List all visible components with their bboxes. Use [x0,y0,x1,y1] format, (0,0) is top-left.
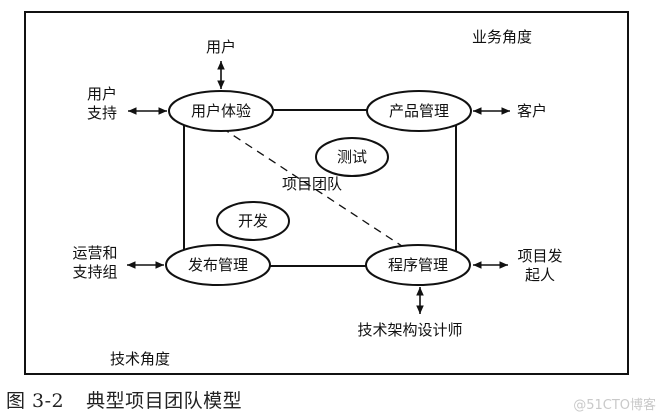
development-label: 开发 [238,212,268,230]
dashed-diagonal [221,127,409,251]
business-perspective-label: 业务角度 [472,28,532,46]
technical-perspective-label: 技术角度 [110,350,170,368]
development-node: 开发 [216,201,290,241]
release-management-label: 发布管理 [188,256,248,274]
architect-label: 技术架构设计师 [357,321,462,339]
customer-label: 客户 [517,102,547,120]
figure-title: 典型项目团队模型 [86,390,243,412]
program-management-node: 程序管理 [365,244,471,286]
user-label: 用户 [206,38,236,56]
team-rectangle [183,109,457,267]
user-support-label-line2: 支持 [87,104,117,122]
testing-label: 测试 [337,148,367,166]
project-team-label: 项目团队 [282,175,342,193]
ops-support-label-line1: 运营和 [72,244,117,262]
sponsor-label-line1: 项目发 [517,247,562,265]
release-management-node: 发布管理 [165,244,271,286]
ops-support-label-line2: 支持组 [72,263,117,281]
user-experience-label: 用户体验 [191,102,251,120]
user-experience-node: 用户体验 [168,90,274,132]
outer-frame [24,11,629,375]
product-management-label: 产品管理 [389,102,449,120]
team-model-diagram: 业务角度 技术角度 项目团队 用户体验 产品管理 发布管理 程序管理 测试 开发… [24,11,629,375]
program-management-label: 程序管理 [388,256,448,274]
user-support-label-line1: 用户 [87,85,117,103]
sponsor-label-line2: 起人 [525,266,555,284]
figure-number: 图 3-2 [6,390,65,412]
figure-caption: 图 3-2 典型项目团队模型 [6,386,242,413]
product-management-node: 产品管理 [366,90,472,132]
testing-node: 测试 [315,137,389,177]
watermark: @51CTO博客 [573,398,656,413]
